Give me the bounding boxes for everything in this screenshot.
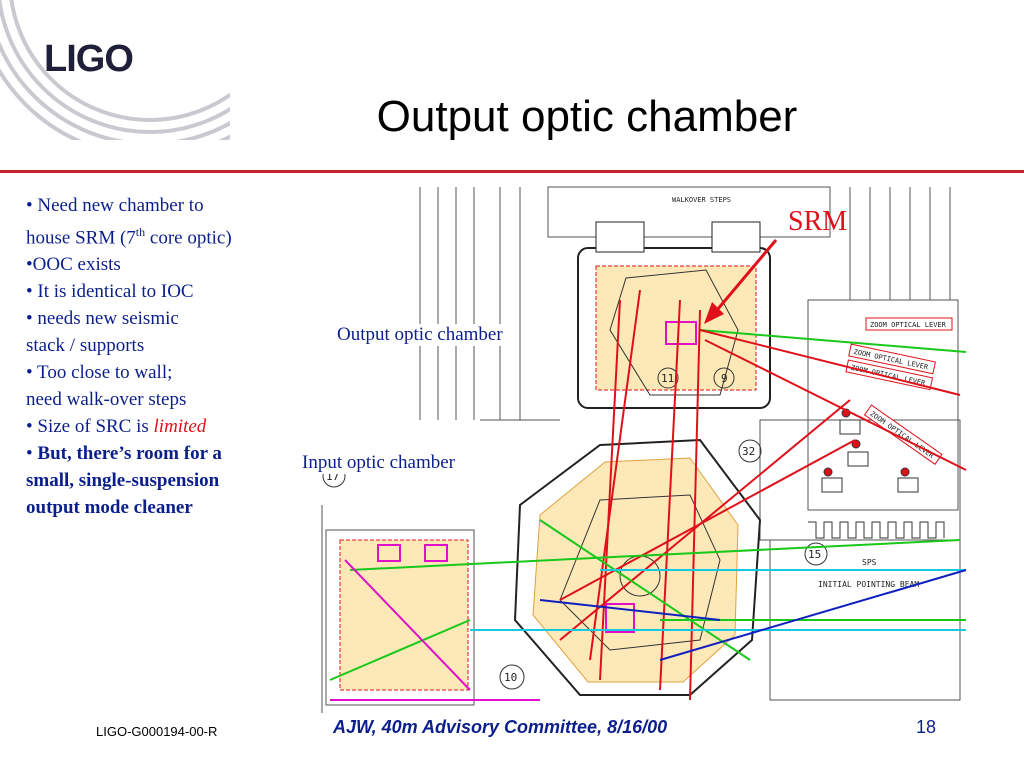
bullet-5: • Too close to wall; need walk-over step… <box>26 359 288 413</box>
port-15: 15 <box>808 548 821 561</box>
srm-arrow <box>710 239 778 317</box>
ligo-logo: LIGO <box>44 38 134 80</box>
zoom-lever-labels <box>845 317 953 465</box>
chamber-layout-drawing: WALKOVER STEPS 11 9 10 32 17 15 <box>321 186 967 713</box>
sps-label: SPS <box>862 558 877 567</box>
ligo-logo-arcs <box>0 0 230 140</box>
bullet-1-line-2: house SRM (7 <box>26 227 136 249</box>
bullet-4-line-1: • needs new seismic <box>26 308 179 330</box>
input-optic-chamber-label: Input optic chamber <box>300 452 458 474</box>
slide-title: Output optic chamber <box>376 92 798 141</box>
bullet-6: • Size of SRC is limited <box>26 413 288 440</box>
bullet-6-text: • Size of SRC is <box>26 416 154 438</box>
bullet-list: • Need new chamber to house SRM (7th cor… <box>26 192 288 521</box>
output-optic-chamber: 11 9 <box>577 221 771 409</box>
bullet-7: • But, there’s room for a small, single-… <box>26 440 288 521</box>
bullet-7-line-2: small, single-suspension <box>26 470 220 492</box>
bullet-1-sup: th <box>135 225 146 239</box>
bullet-7-marker: • <box>26 443 38 465</box>
bullet-6-emphasis: limited <box>153 416 207 438</box>
bullet-5-line-1: • Too close to wall; <box>26 362 173 384</box>
zoom-label-4: ZOOM OPTICAL LEVER <box>868 410 935 461</box>
srm-arrowhead <box>704 302 724 324</box>
document-id: LIGO-G000194-00-R <box>96 724 218 739</box>
zoom-label-1: ZOOM OPTICAL LEVER <box>870 321 947 329</box>
walkover-steps-label: WALKOVER STEPS <box>672 196 731 204</box>
srm-label: SRM <box>788 206 848 237</box>
wall-pattern <box>808 521 945 539</box>
bullet-7-line-1: But, there’s room for a <box>37 443 222 465</box>
port-10: 10 <box>504 671 517 684</box>
port-32: 32 <box>742 445 755 458</box>
bullet-7-line-3: output mode cleaner <box>26 497 193 519</box>
bullet-1-line-1: • Need new chamber to <box>26 195 204 216</box>
page-number: 18 <box>916 717 937 737</box>
optical-lever-tables <box>821 408 919 493</box>
bullet-4-line-2: stack / supports <box>26 335 145 357</box>
initial-pointing-beam-label: INITIAL POINTING BEAM <box>818 580 919 589</box>
output-optic-chamber-label: Output optic chamber <box>335 324 505 346</box>
title-rule <box>0 170 1024 173</box>
bullet-2: •OOC exists <box>26 254 121 276</box>
port-9: 9 <box>721 372 728 385</box>
footer-meeting: AJW, 40m Advisory Committee, 8/16/00 <box>333 717 668 737</box>
port-11: 11 <box>661 372 674 385</box>
bullet-5-line-2: need walk-over steps <box>26 389 187 411</box>
bullet-1: • Need new chamber to house SRM (7th cor… <box>26 192 288 251</box>
bullet-4: • needs new seismic stack / supports <box>26 305 288 359</box>
bullet-3: • It is identical to IOC <box>26 281 194 303</box>
bullet-1-line-2-end: core optic) <box>145 227 232 249</box>
laser-beams <box>329 289 967 701</box>
